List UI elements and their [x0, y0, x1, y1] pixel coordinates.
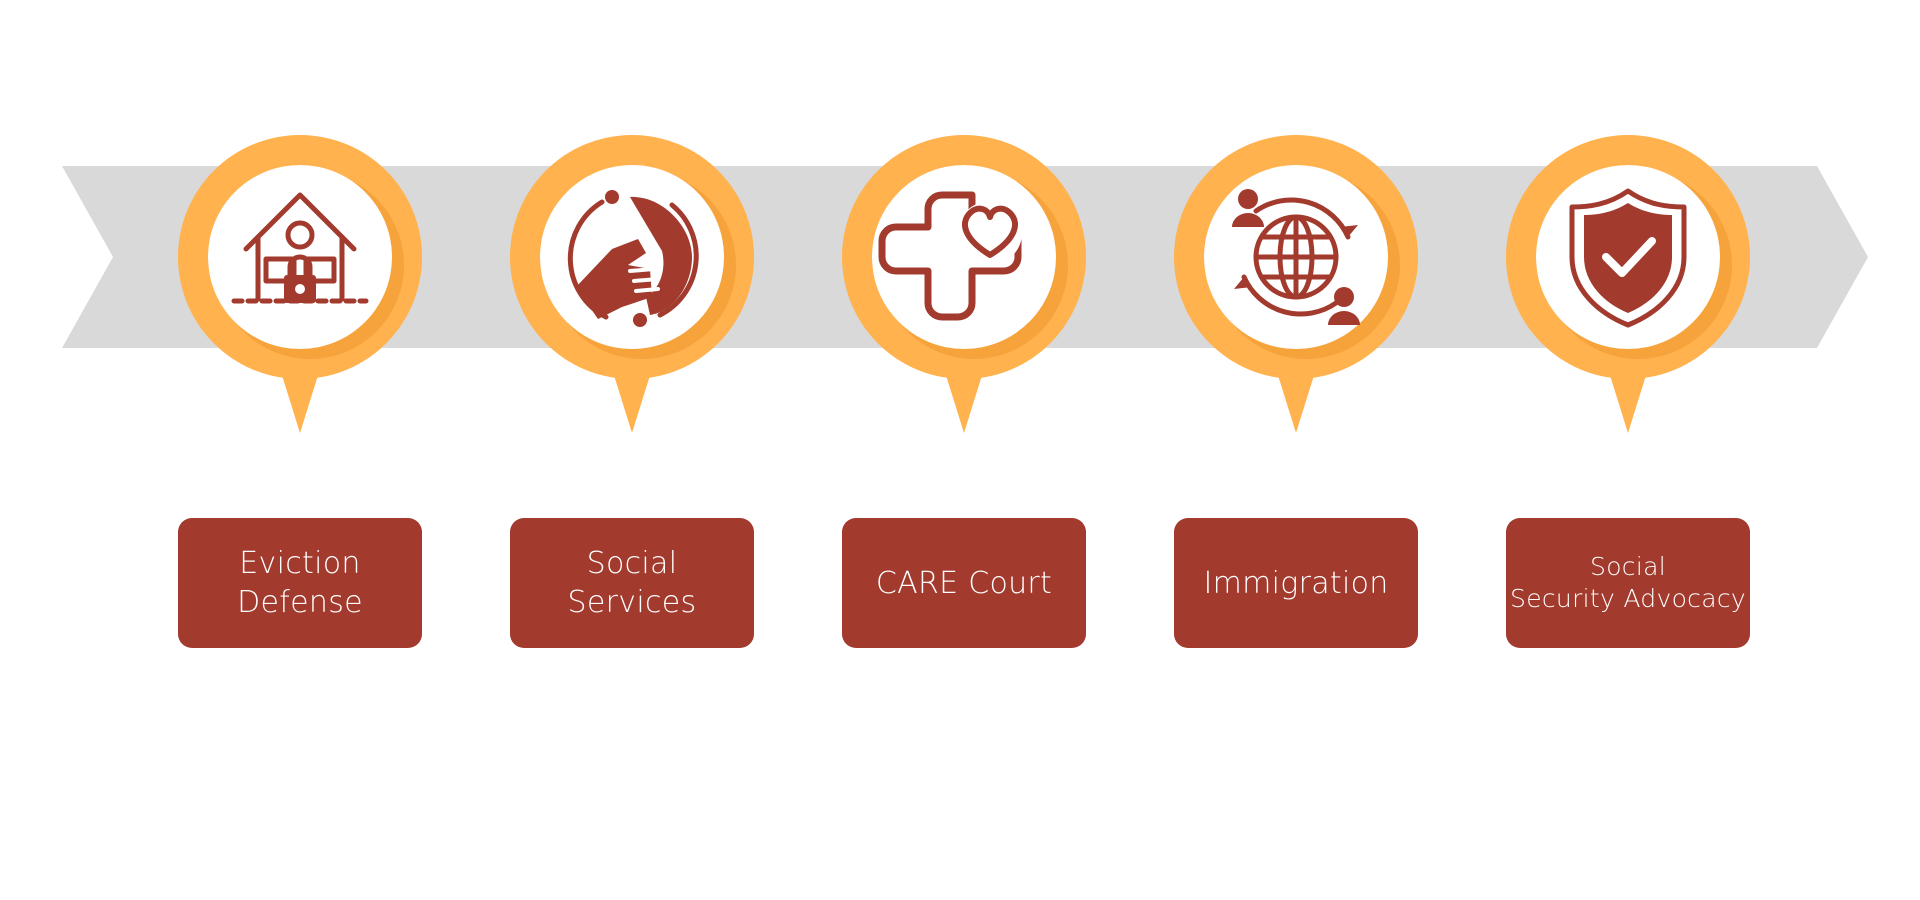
label-social-security-advocacy: Social Security Advocacy [1506, 518, 1750, 648]
label-text: Social Services [567, 546, 697, 620]
pin-social-security-advocacy [1505, 134, 1751, 434]
label-text: Eviction Defense [237, 546, 363, 620]
shield-check-icon [1569, 188, 1687, 328]
house-lock-icon [231, 192, 369, 304]
pin-eviction-defense [177, 134, 423, 434]
label-text: Social Security Advocacy [1510, 551, 1746, 614]
globe-people-icon [1232, 189, 1360, 325]
label-social-services: Social Services [510, 518, 754, 648]
label-text: CARE Court [875, 565, 1053, 601]
label-eviction-defense: Eviction Defense [178, 518, 422, 648]
label-text: Immigration [1203, 565, 1389, 601]
label-immigration: Immigration [1174, 518, 1418, 648]
pin-immigration [1173, 134, 1419, 434]
label-care-court: CARE Court [842, 518, 1086, 648]
pin-care-court [841, 134, 1087, 434]
pin-social-services [509, 134, 755, 434]
medical-cross-heart-icon [878, 191, 1022, 321]
helping-hands-icon [567, 190, 699, 327]
